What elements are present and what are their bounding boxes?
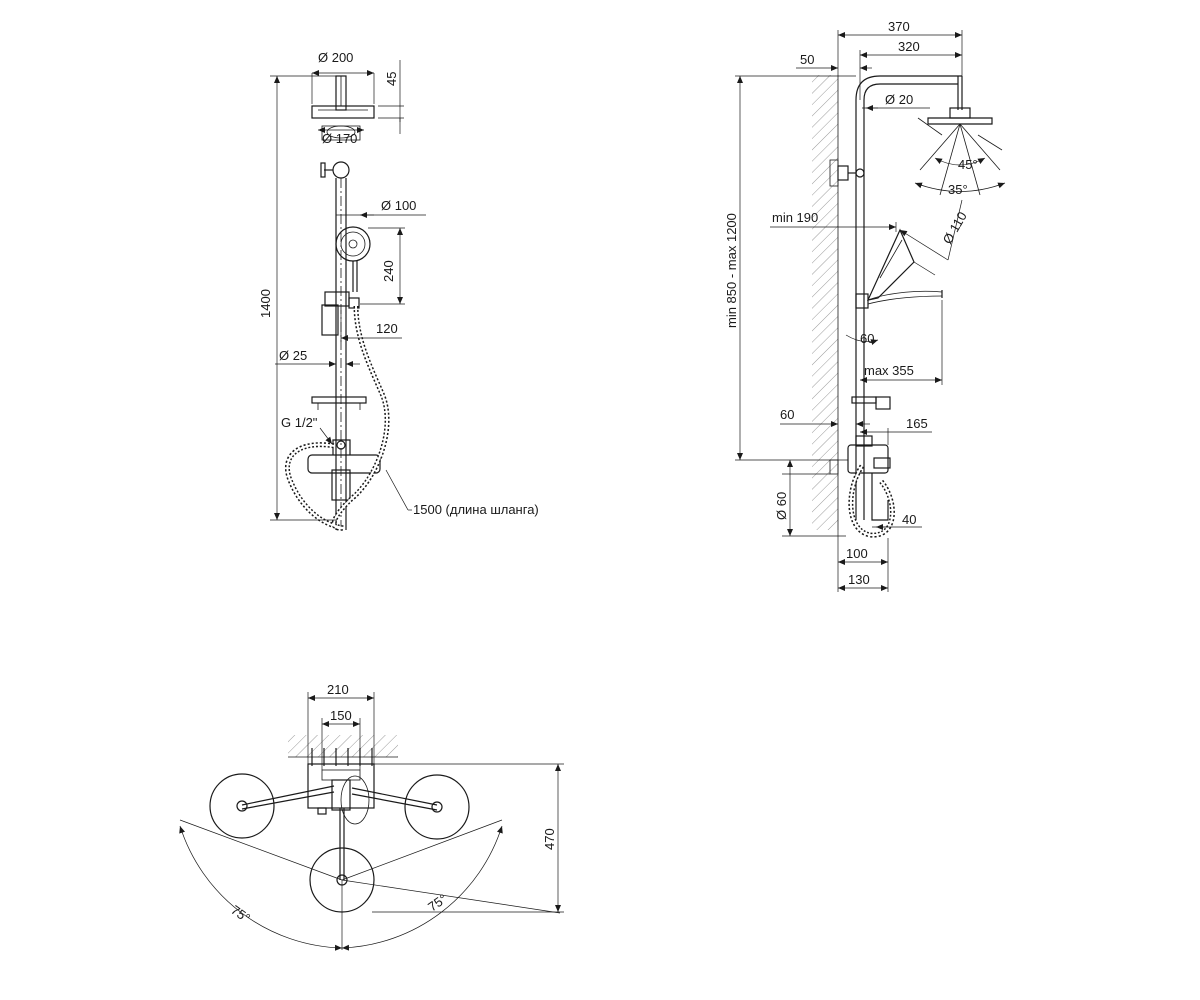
side-view: 370 320 50 Ø 20 45° 35° min 850 - max 12… — [724, 19, 1006, 592]
label-holder-offset: 120 — [376, 321, 398, 336]
label-base-100: 100 — [846, 546, 868, 561]
label-hand-shower-height: 240 — [381, 260, 396, 282]
front-dimensions — [270, 60, 426, 521]
label-head-inner-diameter: Ø 170 — [322, 131, 357, 146]
swivel-arms — [241, 785, 438, 880]
top-dimensions — [307, 692, 564, 913]
label-height-range: min 850 - max 1200 — [724, 213, 739, 328]
top-view: 210 150 470 75° 75° — [179, 682, 564, 951]
label-angle-left: 75° — [228, 902, 253, 926]
label-depth: 470 — [542, 828, 557, 850]
front-view: Ø 200 45 Ø 170 1400 Ø 100 240 120 Ø 25 G… — [258, 50, 539, 531]
label-arm-length: 320 — [898, 39, 920, 54]
shelf — [311, 396, 367, 410]
mixer-top — [307, 763, 375, 825]
label-escutcheon: Ø 60 — [774, 492, 789, 520]
wall-bracket — [829, 159, 865, 187]
label-head-diameter: Ø 200 — [318, 50, 353, 65]
spray-angles — [914, 117, 1006, 196]
label-angle-right: 75° — [425, 891, 450, 915]
wall-hatch — [812, 75, 838, 530]
label-hose-length: 1500 (длина шланга) — [413, 502, 539, 517]
mixer-side — [829, 435, 891, 521]
label-inner-width: 150 — [330, 708, 352, 723]
hand-shower-front — [335, 226, 371, 292]
label-total-height: 1400 — [258, 289, 273, 318]
label-thread: G 1/2" — [281, 415, 318, 430]
label-max-reach: max 355 — [864, 363, 914, 378]
label-angle-outer: 45° — [958, 157, 978, 172]
label-wall-offset: 50 — [800, 52, 814, 67]
top-wall-hatch — [288, 735, 398, 757]
side-pipe — [855, 75, 963, 520]
top-dimension-labels: 210 150 470 75° 75° — [228, 682, 557, 926]
label-bottom-wall: 60 — [780, 407, 794, 422]
position-left — [209, 773, 275, 839]
label-spout: 40 — [902, 512, 916, 527]
main-pipe — [335, 178, 347, 530]
hose-side — [848, 464, 895, 538]
hand-shower-side — [855, 228, 943, 309]
label-hand-diameter: Ø 110 — [940, 209, 970, 246]
label-arm-diameter: Ø 20 — [885, 92, 913, 107]
shelf-side — [851, 396, 891, 410]
label-arm-total: 370 — [888, 19, 910, 34]
front-dimension-labels: Ø 200 45 Ø 170 1400 Ø 100 240 120 Ø 25 G… — [258, 50, 539, 517]
label-min-reach: min 190 — [772, 210, 818, 225]
label-outer-width: 210 — [327, 682, 349, 697]
label-head-height: 45 — [384, 72, 399, 86]
label-mixer-reach: 165 — [906, 416, 928, 431]
label-hand-shower-diameter: Ø 100 — [381, 198, 416, 213]
hose-front — [284, 305, 390, 531]
overhead-head-side — [927, 107, 993, 125]
slide-holder — [321, 291, 360, 336]
diverter-knob — [320, 161, 350, 179]
label-pipe-diameter: Ø 25 — [279, 348, 307, 363]
side-dimensions — [735, 30, 963, 592]
label-angle-inner: 35° — [948, 182, 968, 197]
mixer-front — [307, 439, 381, 501]
label-hand-angle: 60 — [860, 331, 874, 346]
position-right — [404, 774, 470, 840]
swing-arcs — [179, 819, 561, 951]
label-base-130: 130 — [848, 572, 870, 587]
